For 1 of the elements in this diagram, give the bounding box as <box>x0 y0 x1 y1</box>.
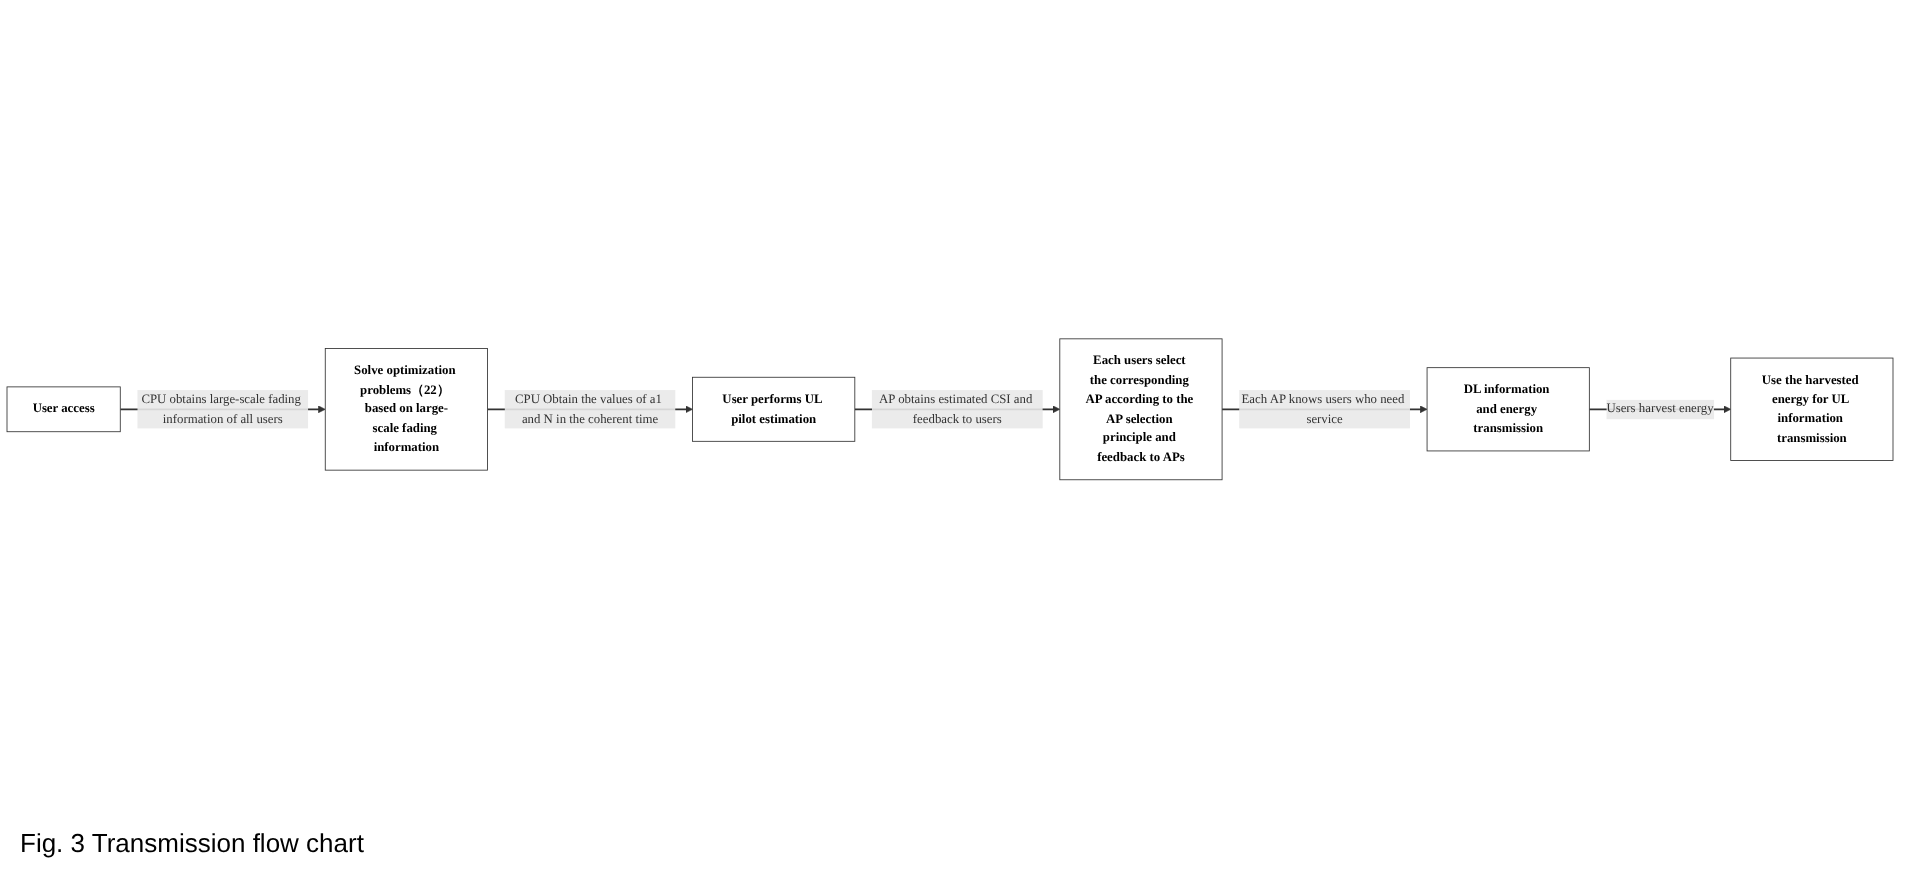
figure-caption: Fig. 3 Transmission flow chart <box>20 828 366 858</box>
